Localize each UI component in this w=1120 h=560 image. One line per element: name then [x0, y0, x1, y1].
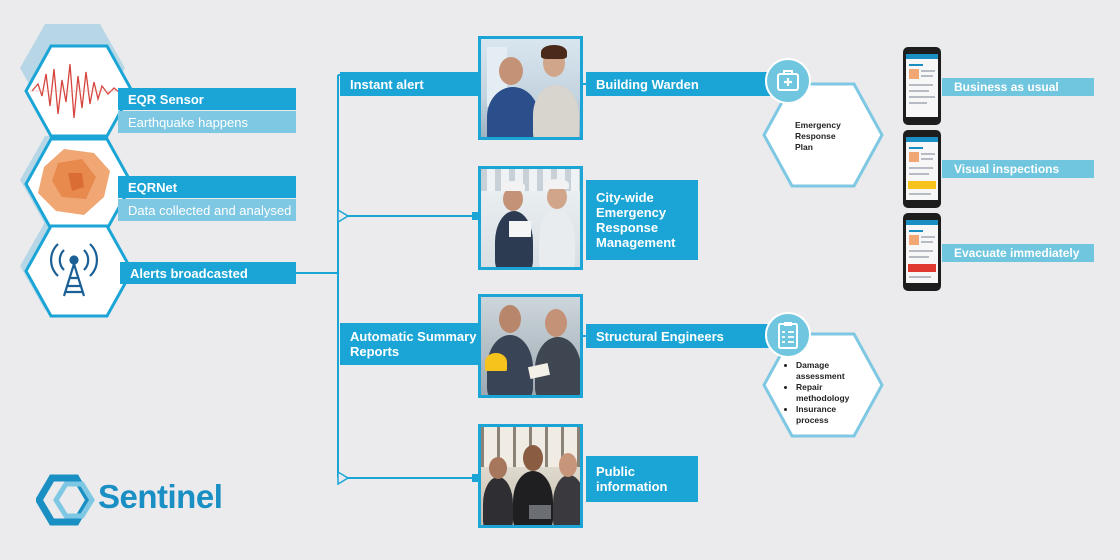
broadcast-hexagon: [24, 224, 134, 318]
city-wide-photo: [478, 166, 583, 270]
earthquake-happens-label: Earthquake happens: [118, 111, 296, 133]
structural-engineers-photo: [478, 294, 583, 398]
checklist-icon: [765, 312, 811, 358]
map-icon: [38, 149, 110, 215]
alerts-broadcasted-label: Alerts broadcasted: [120, 262, 296, 284]
public-information-photo: [478, 424, 583, 528]
eqrnet-hexagon: [24, 137, 134, 231]
eqrnet-label: EQRNet: [118, 176, 296, 198]
building-warden-photo: [478, 36, 583, 140]
engineer-outputs-hexagon: Damage assessment Repair methodology Ins…: [762, 330, 884, 440]
sentinel-logo: Sentinel: [36, 472, 256, 528]
building-warden-label: Building Warden: [586, 72, 770, 96]
data-collected-label: Data collected and analysed: [118, 199, 296, 221]
phone-evacuate-immediately: [903, 213, 941, 291]
phone-visual-inspections: [903, 130, 941, 208]
first-aid-kit-icon: [765, 58, 811, 104]
sentinel-logo-icon: [36, 474, 95, 526]
antenna-icon: [50, 243, 98, 297]
instant-alert-label: Instant alert: [340, 72, 480, 96]
structural-engineers-label: Structural Engineers: [586, 324, 770, 348]
visual-inspections-label: Visual inspections: [942, 160, 1094, 178]
seismograph-icon: [30, 63, 128, 119]
eqr-sensor-label: EQR Sensor: [118, 88, 296, 110]
sentinel-logo-text: Sentinel: [98, 478, 223, 515]
phone-business-as-usual: [903, 47, 941, 125]
evacuate-immediately-label: Evacuate immediately: [942, 244, 1094, 262]
business-as-usual-label: Business as usual: [942, 78, 1094, 96]
